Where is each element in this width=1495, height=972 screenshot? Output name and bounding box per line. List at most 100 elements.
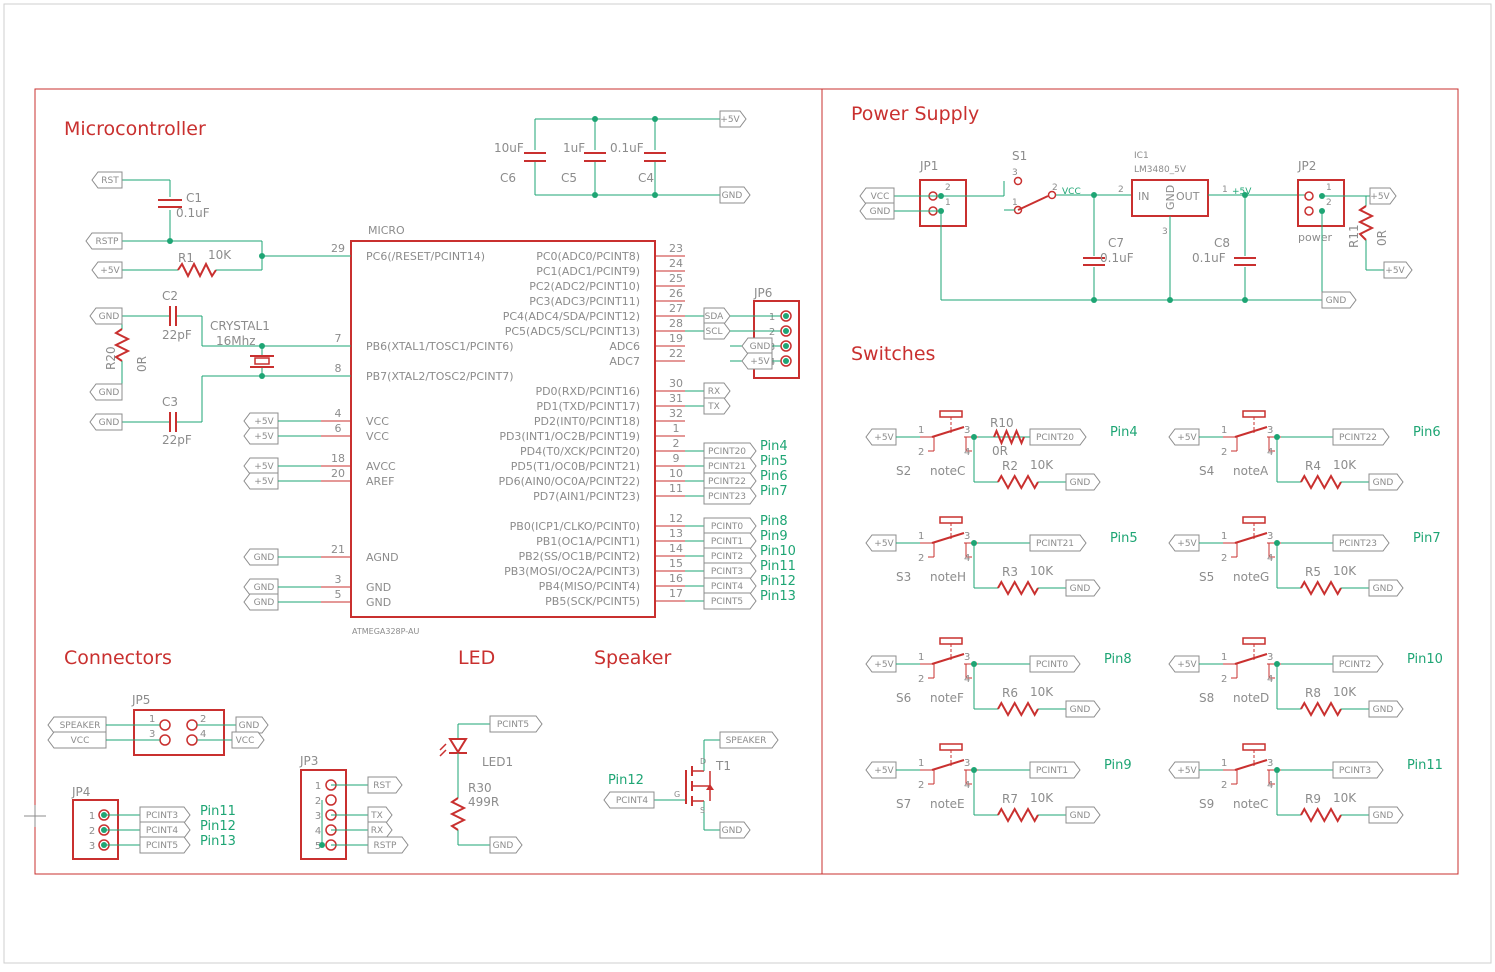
junction	[783, 358, 789, 364]
port-label: GND	[99, 312, 120, 322]
c1-val: 0.1uF	[176, 206, 210, 220]
jp2-val: power	[1298, 231, 1332, 244]
mcu-port-sda: SDA	[703, 307, 731, 325]
mcu-value: ATMEGA328P-AU	[352, 627, 419, 636]
switch-pin-number: 3	[964, 531, 970, 542]
mcu-port-+5v: +5V	[243, 457, 279, 475]
port-outline	[367, 836, 409, 854]
jp3-pin-number: 3	[315, 811, 321, 822]
port-label: GND	[1373, 705, 1394, 715]
resistor	[997, 473, 1039, 491]
switch-lever	[1234, 653, 1268, 665]
switch-pin-number: 1	[1221, 652, 1227, 663]
c2-ref: C2	[162, 289, 178, 303]
speaker-port-gnd: GND	[719, 821, 751, 839]
crystal-circuit: C2 22pF C3 22pF CRYSTAL1 16Mhz R20 0R	[104, 289, 351, 447]
pin-name: PC2(ADC2/PCINT10)	[529, 280, 640, 293]
mcu-port-pcint21: PCINT21	[703, 457, 757, 475]
pin-name: PB1(OC1A/PCINT1)	[536, 535, 640, 548]
pin-number: 10	[669, 467, 683, 480]
jp1-ref: JP1	[919, 159, 938, 173]
pin-name: PB5(SCK/PCINT5)	[545, 595, 640, 608]
port-label: PCINT5	[497, 720, 529, 730]
pin-name: PB4(MISO/PCINT4)	[539, 580, 640, 593]
ic-val: LM3480_5V	[1134, 165, 1187, 175]
port-label: +5V	[1177, 660, 1197, 670]
junction	[971, 540, 977, 546]
c7-ref: C7	[1108, 236, 1124, 250]
port-label: +5V	[1177, 539, 1197, 549]
p5v-net-label: +5V	[1232, 187, 1252, 197]
switch-pin-number: 4	[1267, 447, 1273, 458]
port-outline	[865, 761, 897, 779]
port-label: PCINT4	[711, 582, 744, 592]
pin-name: VCC	[366, 430, 389, 443]
jp4-port: PCINT5	[139, 836, 191, 854]
power-port-gnd: GND	[1321, 291, 1357, 309]
pin-name: AVCC	[366, 460, 396, 473]
port-label: PCINT1	[1036, 766, 1068, 776]
jp6-ports: GND+5V	[741, 313, 789, 370]
pin-number: 12	[669, 512, 683, 525]
switch-pin-number: 4	[964, 447, 970, 458]
switch-pin-number: 4	[1267, 780, 1273, 791]
port-label: +5V	[874, 660, 894, 670]
c5-ref: C5	[561, 171, 577, 185]
port-label: TX	[370, 811, 383, 821]
switch-port-5v: +5V	[865, 655, 897, 673]
reset-port-rst: RST	[91, 171, 123, 189]
pin-note-pin5: Pin5	[760, 454, 788, 469]
port-outline	[89, 413, 123, 431]
pin-note-pin8: Pin8	[760, 514, 788, 529]
jp5-port-vcc: VCC	[231, 731, 265, 749]
pulldown-ref: R8	[1305, 686, 1321, 700]
resistor	[1300, 806, 1342, 824]
jp4-pin-number: 3	[89, 841, 95, 852]
switch-lever	[931, 759, 965, 771]
pin-name: PB3(MOSI/OC2A/PCINT3)	[504, 565, 640, 578]
junction	[101, 827, 107, 833]
c8-ref: C8	[1214, 236, 1230, 250]
port-label: +5V	[874, 539, 894, 549]
port-outline	[243, 548, 279, 566]
crystal-port-gnd: GND	[89, 307, 123, 325]
mcu-port-gnd: GND	[243, 593, 279, 611]
junction	[1274, 434, 1280, 440]
port-label: +5V	[750, 357, 770, 367]
jp6-pin-number: 2	[769, 327, 775, 338]
port-outline	[47, 731, 107, 749]
switch-pin-note: Pin8	[1104, 652, 1132, 667]
port-outline	[703, 577, 757, 595]
mcu-port-pcint3: PCINT3	[703, 562, 757, 580]
switch-port-gnd: GND	[1065, 806, 1101, 824]
switch-lever	[931, 653, 965, 665]
pin-name: PD3(INT1/OC2B/PCINT19)	[499, 430, 640, 443]
port-outline	[1029, 428, 1087, 446]
port-outline	[89, 307, 123, 325]
r30-val: 499R	[468, 795, 499, 809]
port-outline	[703, 307, 731, 325]
cap-c5: 1uF C5	[561, 141, 606, 185]
c6-ref: C6	[500, 171, 516, 185]
port-outline	[703, 487, 757, 505]
jp6-pin-number: 1	[769, 312, 775, 323]
pulldown-val: 10K	[1030, 458, 1054, 472]
switch-pin-number: 4	[964, 780, 970, 791]
port-outline	[85, 232, 123, 250]
port-label: PCINT3	[711, 567, 743, 577]
switch-net-port: PCINT22	[1332, 428, 1390, 446]
power-pin-number: 1	[1222, 185, 1228, 195]
c8-val: 0.1uF	[1192, 251, 1226, 265]
